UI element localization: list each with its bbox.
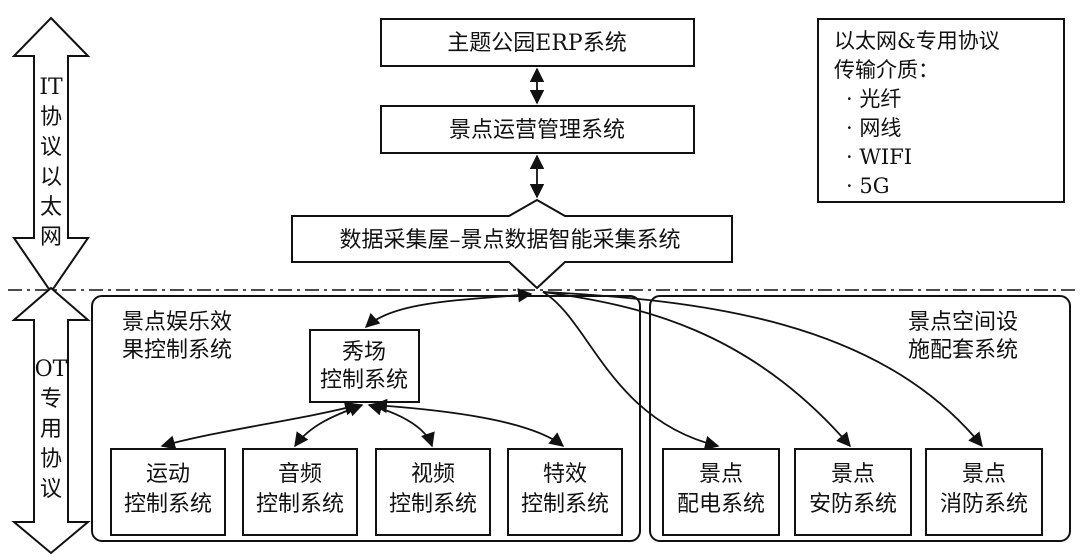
ot-label-char: OT xyxy=(35,357,68,382)
legend-line: · WIFI xyxy=(846,145,912,169)
ot-label-char: 用 xyxy=(40,417,62,442)
facility-subsystem-box xyxy=(794,448,912,536)
legend-line: · 网线 xyxy=(846,116,901,140)
entertainment-title-line: 果控制系统 xyxy=(122,338,232,363)
ot-label-char: 协 xyxy=(40,447,62,472)
entertainment-title-line: 景点娱乐效 xyxy=(122,310,232,335)
data-collection-label: 数据采集屋–景点数据智能采集系统 xyxy=(339,228,680,253)
erp-system-label: 主题公园ERP系统 xyxy=(447,31,626,56)
it-label-char: 议 xyxy=(40,135,62,160)
facility-subsystem-label: 景点 xyxy=(699,462,743,487)
it-label-char: IT xyxy=(39,75,63,100)
entertainment-subsystem-box xyxy=(375,448,491,536)
legend-line: · 5G xyxy=(846,174,890,198)
entertainment-subsystem-label: 音频 xyxy=(278,462,322,487)
facility-subsystem-label: 消防系统 xyxy=(940,492,1028,517)
it-label-char: 网 xyxy=(40,225,62,250)
facilities-title-line: 景点空间设 xyxy=(908,310,1018,335)
legend-line: 以太网&专用协议 xyxy=(834,29,1000,53)
facility-subsystem-label: 景点 xyxy=(831,462,875,487)
show-control-box xyxy=(309,329,420,403)
entertainment-subsystem-label: 控制系统 xyxy=(389,492,477,517)
facility-subsystem-box xyxy=(662,448,780,536)
hub-fire-link xyxy=(542,291,983,448)
ot-label-char: 议 xyxy=(40,477,62,502)
facility-subsystem-label: 景点 xyxy=(962,462,1006,487)
show-effects-link xyxy=(372,398,565,447)
ot-protocol-label: OT 专用协议 xyxy=(35,357,68,502)
erp-system-box xyxy=(380,18,695,67)
entertainment-subsystem-label: 控制系统 xyxy=(124,492,212,517)
legend-line: · 光纤 xyxy=(846,87,901,111)
show-motion-link xyxy=(160,401,360,450)
entertainment-subsystem-box xyxy=(507,448,623,536)
entertainment-subsystem-label: 运动 xyxy=(146,462,190,487)
show-audio-link xyxy=(294,402,364,448)
ops-system-label: 景点运营管理系统 xyxy=(449,118,625,143)
it-label-char: 以 xyxy=(40,165,62,190)
facility-subsystem-label: 配电系统 xyxy=(677,492,765,517)
entertainment-subsystem-label: 视频 xyxy=(411,462,455,487)
facilities-group xyxy=(649,295,1071,542)
ops-system-box xyxy=(380,105,695,154)
facility-subsystem-label: 安防系统 xyxy=(809,492,897,517)
entertainment-subsystem-box xyxy=(242,448,358,536)
entertainment-subsystem-label: 控制系统 xyxy=(256,492,344,517)
it-label-char: 太 xyxy=(40,195,62,220)
entertainment-subsystem-label: 特效 xyxy=(543,462,587,487)
entertainment-subsystem-label: 控制系统 xyxy=(521,492,609,517)
legend-box xyxy=(817,18,1065,203)
show-control-line: 控制系统 xyxy=(320,368,408,393)
ot-protocol-arrow xyxy=(11,286,91,555)
hub-security-link xyxy=(542,291,851,448)
show-video-link xyxy=(367,401,435,448)
hub-show-link xyxy=(364,288,533,328)
ot-label-char: 专 xyxy=(40,387,62,412)
facilities-title-line: 施配套系统 xyxy=(908,338,1018,363)
show-control-line: 秀场 xyxy=(342,340,386,365)
facility-subsystem-box xyxy=(925,448,1043,536)
hub-power-link xyxy=(542,291,720,450)
it-label-char: 协 xyxy=(40,105,62,130)
legend-line: 传输介质： xyxy=(834,58,939,82)
data-collection-box xyxy=(291,198,733,290)
